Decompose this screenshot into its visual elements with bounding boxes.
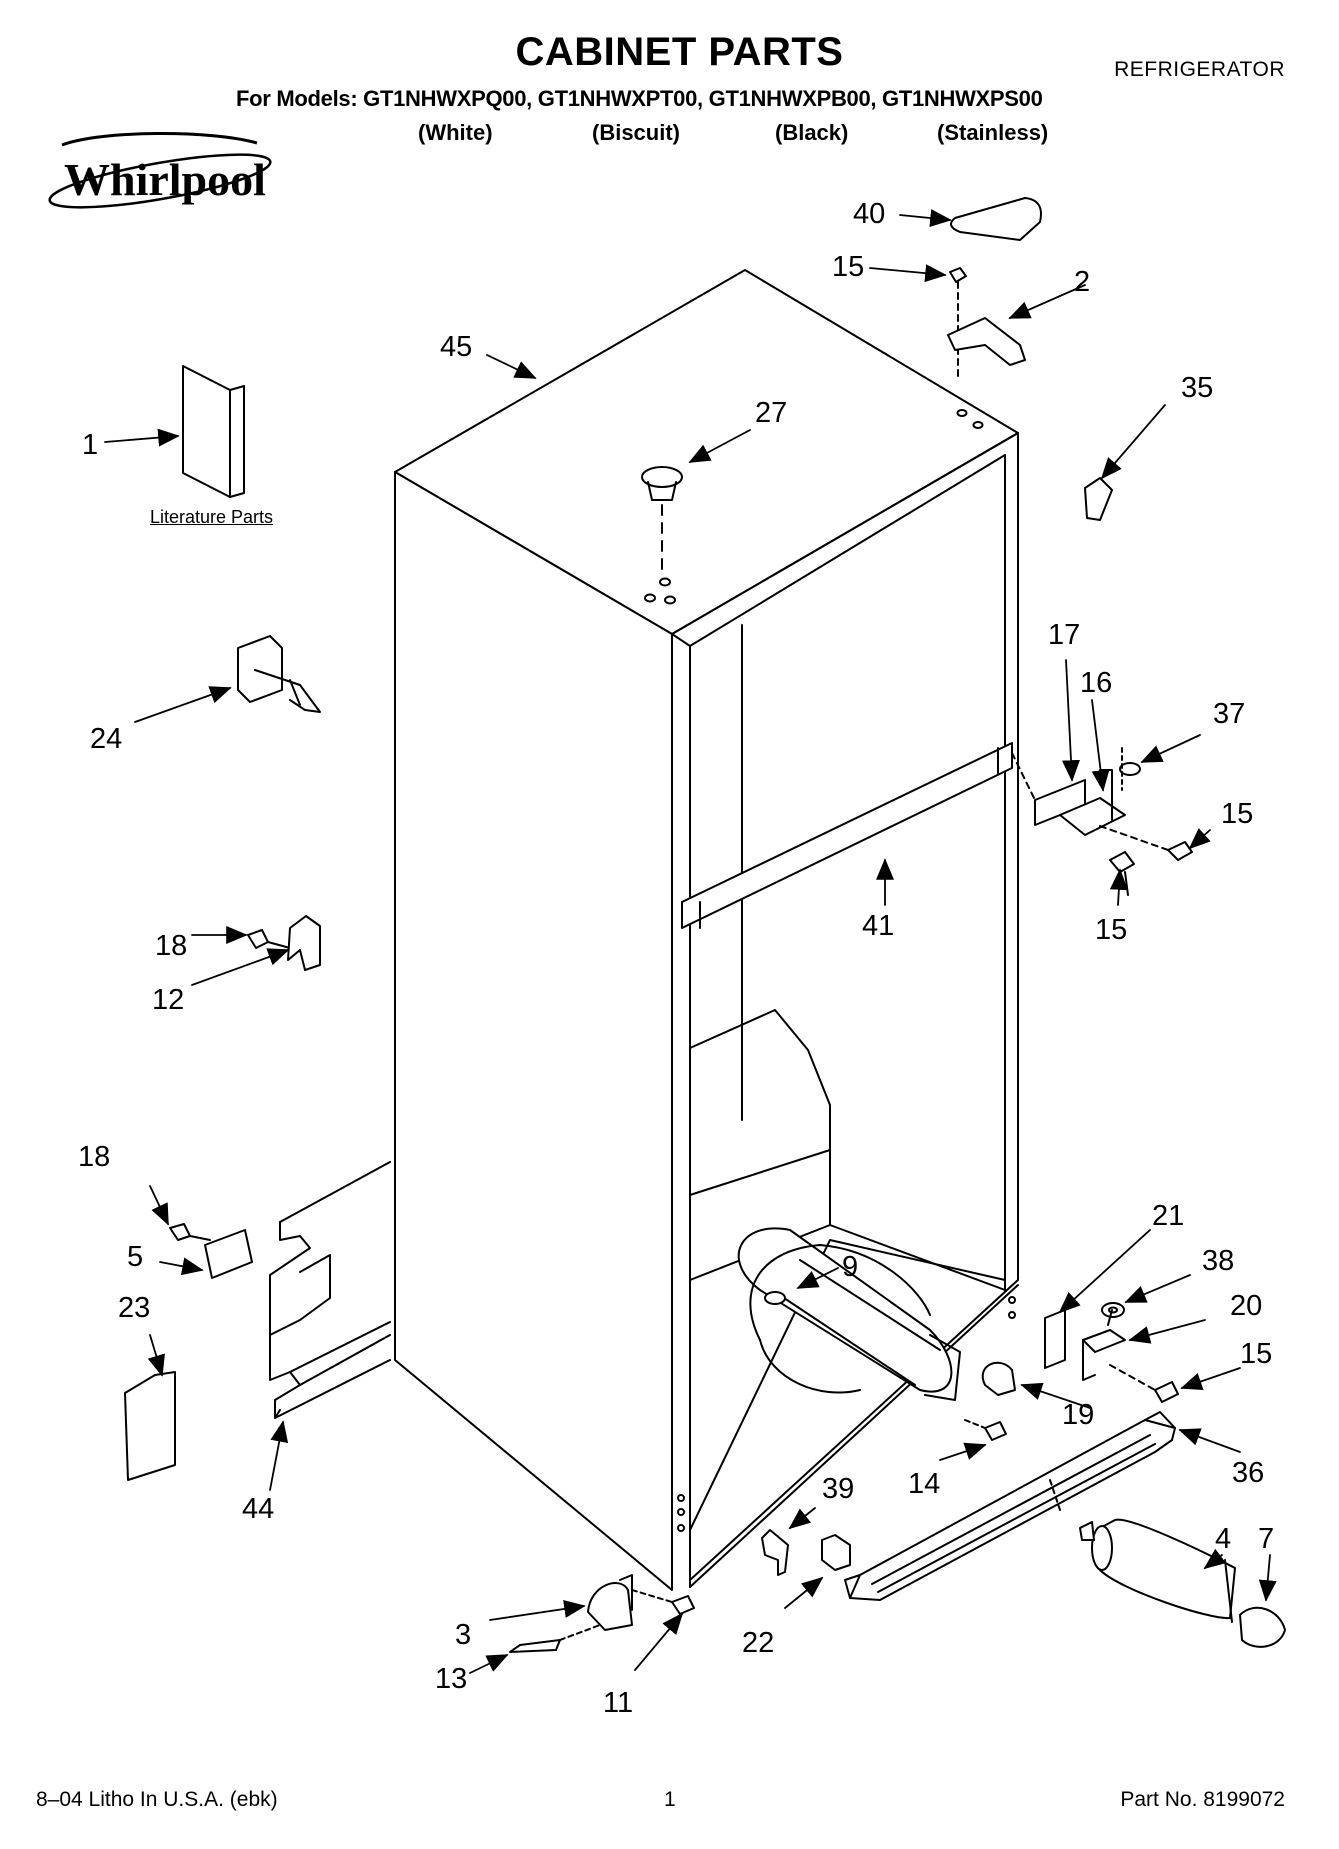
hinge-cap — [1084, 477, 1113, 521]
callout-18-lower: 18 — [78, 1141, 110, 1173]
front-roller-assembly — [509, 1574, 695, 1653]
logo-text: Whirlpool — [64, 154, 266, 205]
color-black: (Black) — [775, 120, 849, 145]
callout-39: 39 — [822, 1473, 854, 1505]
leveling-roller — [237, 635, 321, 713]
leader-lines — [104, 209, 1277, 1674]
color-biscuit: (Biscuit) — [592, 120, 680, 145]
callout-3: 3 — [455, 1619, 471, 1651]
callout-35: 35 — [1181, 372, 1213, 404]
lower-hinge-assembly — [1044, 1302, 1179, 1403]
hinge-cover — [950, 197, 1042, 241]
water-filter — [1079, 1518, 1236, 1623]
callout-16: 16 — [1080, 667, 1112, 699]
callout-19: 19 — [1062, 1399, 1094, 1431]
callout-4: 4 — [1215, 1523, 1231, 1555]
callout-24: 24 — [90, 723, 122, 755]
callout-41: 41 — [862, 910, 894, 942]
center-hinge-assembly — [1011, 747, 1193, 896]
callout-45: 45 — [440, 331, 472, 363]
top-hinge — [947, 317, 1026, 366]
callout-23: 23 — [118, 1292, 150, 1324]
callout-21: 21 — [1152, 1200, 1184, 1232]
models-line: For Models: GT1NHWXPQ00, GT1NHWXPT00, GT… — [236, 86, 1043, 111]
footer-page-number: 1 — [664, 1788, 676, 1811]
filter-housing — [737, 1227, 961, 1401]
callout-17: 17 — [1048, 619, 1080, 651]
filter-cap — [1239, 1606, 1286, 1648]
callout-5: 5 — [127, 1241, 143, 1273]
callout-38: 38 — [1202, 1245, 1234, 1277]
callout-9: 9 — [842, 1251, 858, 1283]
literature-pack — [182, 365, 245, 498]
callout-27: 27 — [755, 397, 787, 429]
callout-44: 44 — [242, 1493, 274, 1525]
screw-filter — [984, 1421, 1007, 1441]
cabinet-shell — [394, 269, 1019, 1591]
center-rail — [681, 742, 1013, 929]
callout-18-upper: 18 — [155, 930, 187, 962]
screw-bracket-upper — [247, 915, 321, 971]
callout-numbers: 40 15 2 45 35 27 1 17 16 37 24 15 41 15 … — [78, 198, 1274, 1719]
color-stainless: (Stainless) — [937, 120, 1049, 145]
tube-clip — [981, 1361, 1016, 1396]
side-panel — [269, 1161, 391, 1419]
filter-clip — [761, 1529, 789, 1576]
footer-part-number: Part No. 8199072 — [1120, 1788, 1285, 1811]
callout-11: 11 — [603, 1687, 633, 1719]
callout-15-mid-right: 15 — [1221, 798, 1253, 830]
page-title: CABINET PARTS — [515, 30, 844, 74]
callout-14: 14 — [908, 1468, 940, 1500]
callout-36: 36 — [1232, 1457, 1264, 1489]
callout-15-mid: 15 — [1095, 914, 1127, 946]
callout-1: 1 — [82, 429, 98, 461]
cabinet-plug — [641, 466, 683, 571]
callout-12: 12 — [152, 984, 184, 1016]
callout-22: 22 — [742, 1627, 774, 1659]
lower-bracket — [169, 1223, 253, 1279]
literature-parts-label: Literature Parts — [150, 507, 274, 527]
footer-litho: 8–04 Litho In U.S.A. (ebk) — [36, 1788, 278, 1811]
callout-40: 40 — [853, 198, 885, 230]
callout-13: 13 — [435, 1663, 467, 1695]
toe-grille — [844, 1411, 1176, 1601]
callout-2: 2 — [1074, 266, 1090, 298]
filter-bypass — [821, 1534, 851, 1571]
callout-37: 37 — [1213, 698, 1245, 730]
whirlpool-logo: Whirlpool — [48, 131, 272, 209]
screw-top — [949, 267, 967, 381]
callout-15-lower: 15 — [1240, 1338, 1272, 1370]
callout-7: 7 — [1258, 1523, 1274, 1555]
appliance-type: REFRIGERATOR — [1114, 58, 1285, 81]
color-white: (White) — [418, 120, 493, 145]
access-cover — [124, 1371, 176, 1481]
callout-20: 20 — [1230, 1290, 1262, 1322]
callout-15-top: 15 — [832, 251, 864, 283]
